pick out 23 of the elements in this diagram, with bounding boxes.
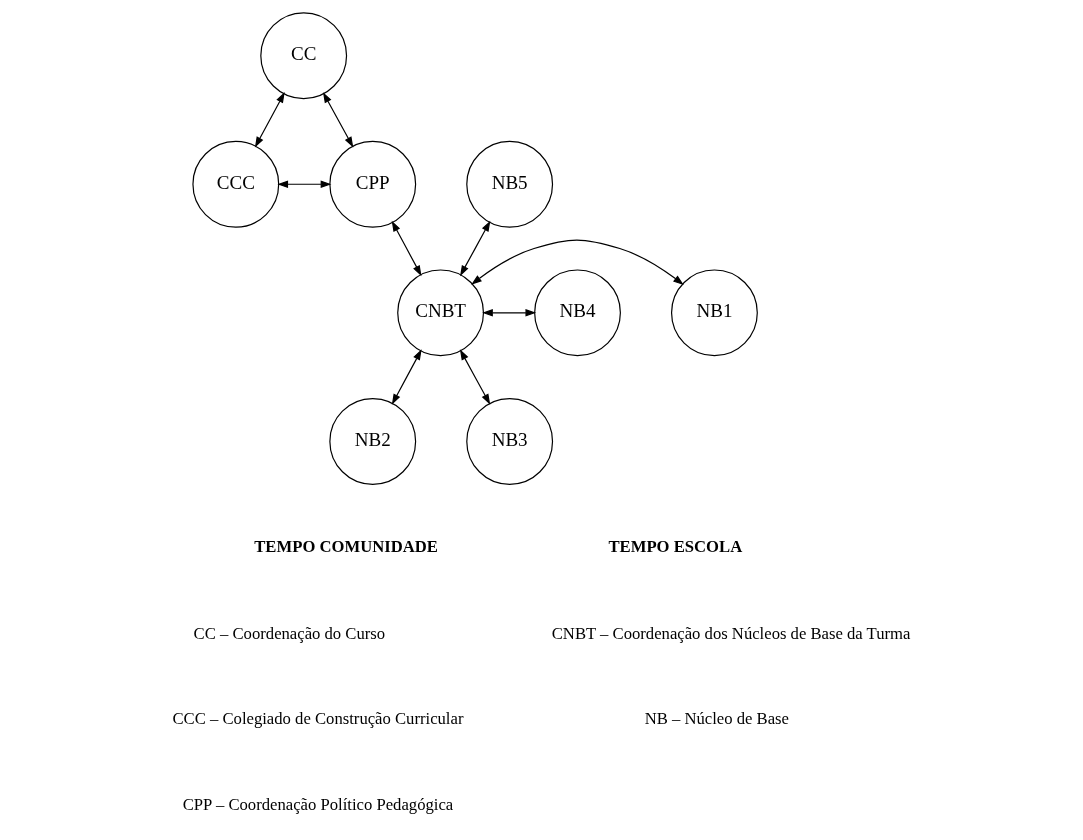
node-circle: NB2	[329, 397, 417, 485]
node-circle: CPP	[329, 140, 417, 228]
node-circle: CC	[260, 12, 348, 100]
label: TEMPO ESCOLA	[608, 536, 743, 556]
node-circle: NB4	[534, 269, 621, 357]
label: CNBT – Coordenação dos Núcleos de Base da Turma	[551, 623, 911, 643]
arrow	[391, 220, 422, 277]
label: CPP – Coordenação Político Pedagógica	[182, 795, 454, 815]
arrow	[459, 349, 491, 405]
node-circle: NB3	[466, 397, 554, 485]
label: CCC – Colegiado de Construção Curricular	[172, 709, 464, 729]
arrow	[471, 239, 684, 286]
label: NB – Núcleo de Base	[644, 709, 789, 729]
arrow	[277, 180, 332, 188]
arrow	[322, 92, 354, 148]
arrow	[391, 349, 422, 405]
label: CC – Coordenação do Curso	[193, 623, 386, 643]
arrow	[460, 220, 491, 277]
label: TEMPO COMUNIDADE	[254, 536, 438, 556]
node-circle: CCC	[192, 140, 280, 228]
arrow	[482, 309, 537, 317]
node-circle: NB5	[466, 140, 554, 228]
arrow	[254, 92, 285, 148]
